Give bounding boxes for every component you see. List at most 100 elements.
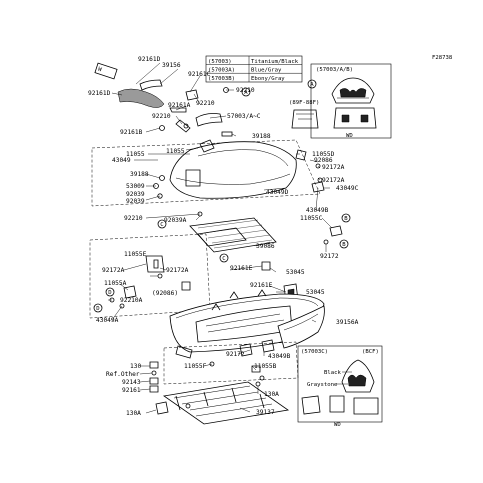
hinge-plate (145, 255, 165, 273)
legend-code-3: (57003B) (208, 76, 235, 82)
callout-a-top (307, 79, 317, 89)
label-39188-a: 39188 (252, 133, 271, 140)
label-130A-b: 130A (126, 410, 141, 417)
label-43049C: 43049C (336, 185, 359, 192)
legend-code-2: (57003A) (208, 67, 235, 73)
backrest-pad (117, 88, 165, 108)
callout-a-top2 (241, 87, 251, 97)
label-53009: 53009 (126, 183, 145, 190)
label-92172A-d: 92172A (166, 267, 189, 274)
inset-bottom-footer: WD (334, 422, 341, 428)
part-labels: 92161D 39156 92161D 92161C 92210 92210 9… (88, 56, 359, 417)
legend-desc-1: Titanium/Black (251, 59, 299, 65)
carrier-plate (162, 381, 290, 425)
inset-bottom-right: (57003C) (BCF) Black Graystone WD (297, 345, 383, 428)
label-92039-b: 92039 (126, 198, 145, 205)
label-92086-b: (92086) (152, 290, 178, 297)
svg-text:A: A (310, 82, 314, 88)
label-92161C: 92161C (188, 71, 211, 78)
label-92210-a: 92210 (236, 87, 255, 94)
label-ref-other: Ref.Other (106, 371, 140, 378)
inset-top-trunk-right (333, 107, 377, 129)
inset-bottom-title: (57003C) (301, 349, 328, 355)
label-92039-a: 92039 (126, 191, 145, 198)
callouts: A B C D A B C D (93, 79, 351, 313)
label-130-a: 130 (130, 363, 141, 370)
backrest-cover (139, 79, 163, 91)
label-39086: 39086 (256, 243, 275, 250)
inset-bottom-tag: (BCF) (362, 349, 379, 355)
label-92172A-b: 92172A (322, 177, 345, 184)
label-11055D: 11055D (312, 151, 335, 158)
callout-d-left (93, 303, 103, 313)
callout-b-right (341, 213, 351, 223)
label-92210A: 92210A (120, 297, 143, 304)
label-43049D: 43049D (266, 189, 289, 196)
label-92210-d: 92210 (124, 215, 143, 222)
callout-c-mid (157, 219, 167, 229)
inset-top-right: (57003/A/B) (89F-88F) WD (289, 63, 392, 139)
label-11055B: 11055B (254, 363, 277, 370)
svg-text:W: W (97, 67, 103, 74)
label-92210-c: 92210 (152, 113, 171, 120)
legend-desc-3: Ebony/Gray (251, 76, 285, 82)
label-92161D-left: 92161D (88, 90, 111, 97)
label-92210-b: 92210 (196, 100, 215, 107)
leader-lines (108, 62, 333, 414)
inset-top-trunk-left (291, 109, 319, 129)
label-92143: 92143 (122, 379, 141, 386)
label-43049B-a: 43049B (306, 207, 329, 214)
label-92039A: 92039A (164, 217, 187, 224)
label-11055-a: 11055 (166, 148, 185, 155)
inset-bottom-trunk (341, 359, 375, 393)
label-130A-a: 130A (264, 391, 279, 398)
svg-text:D: D (108, 290, 112, 296)
warning-label (94, 62, 118, 80)
small-fasteners (149, 361, 265, 393)
label-11055-b: 11055 (126, 151, 145, 158)
inset-top-footer: WD (346, 133, 353, 139)
label-57003AC: 57003/A~C (227, 113, 261, 120)
label-39188-b: 39188 (130, 171, 149, 178)
lid-hinge (199, 139, 215, 153)
svg-text:D: D (96, 306, 100, 312)
label-92086-a: 92086 (314, 157, 333, 164)
color-legend: (57003) Titanium/Black (57003A) Blue/Gra… (205, 55, 303, 83)
label-53045-a: 53045 (286, 269, 305, 276)
label-11055A: 11055A (104, 280, 127, 287)
inset-bottom-opt1: Black (324, 370, 341, 376)
label-39156A: 39156A (336, 319, 359, 326)
svg-text:A: A (244, 90, 248, 96)
trim-strip (221, 131, 233, 137)
figure-id: F28738 (432, 55, 453, 61)
legend-desc-2: Blue/Gray (251, 67, 282, 73)
label-53045-b: 53045 (306, 289, 325, 296)
label-43049B-b: 43049B (268, 353, 291, 360)
label-92161E-a: 92161E (230, 265, 253, 272)
legend-box (205, 55, 303, 83)
label-39137: 39137 (256, 409, 275, 416)
label-92172A-c: 92172A (102, 267, 125, 274)
inset-top-title: (57003/A/B) (316, 67, 353, 73)
label-92161: 92161 (122, 387, 141, 394)
callout-c-mid2 (219, 253, 229, 263)
inset-frame-bottom (297, 345, 383, 423)
label-43049-a: 43049 (112, 157, 131, 164)
mount-bracket (155, 381, 290, 425)
label-92161B: 92161B (120, 129, 143, 136)
label-92161E-b: 92161E (250, 282, 273, 289)
backrest-pad-group: W (94, 62, 165, 108)
label-39156-top: 39156 (162, 62, 181, 69)
callout-b-right2 (339, 239, 349, 249)
inset-bottom-opt2: Graystone (307, 382, 338, 388)
bracket-b (175, 119, 191, 133)
label-92161A: 92161A (168, 102, 191, 109)
label-92172-a: 92172 (320, 253, 339, 260)
inset-top-sub: (89F-88F) (289, 100, 319, 106)
label-92172A-a: 92172A (322, 164, 345, 171)
trunk-liner (189, 211, 343, 253)
inset-top-trunk-lid (331, 77, 375, 104)
label-11055E: 11055E (124, 251, 147, 258)
latch (261, 261, 271, 271)
